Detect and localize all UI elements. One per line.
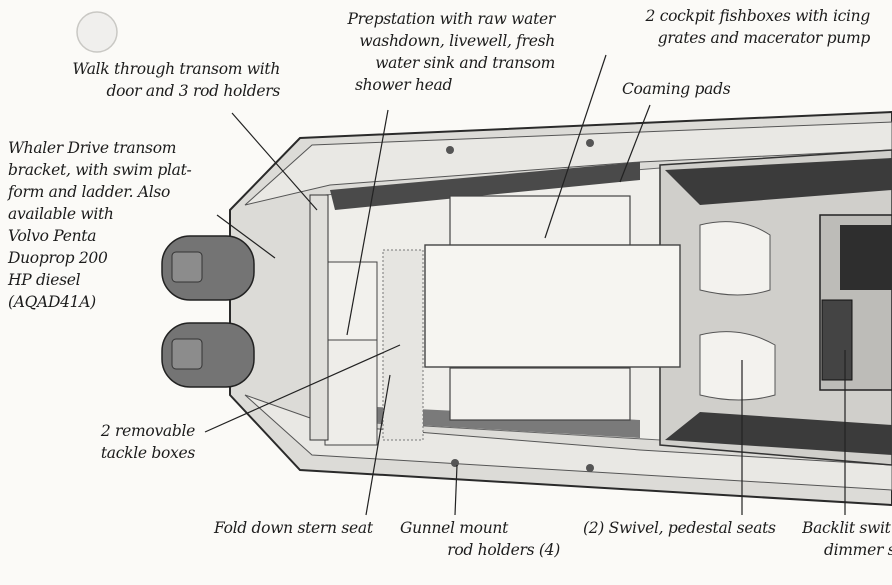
rod-holders — [446, 139, 594, 472]
tackle-box — [324, 339, 378, 446]
center-hatch — [424, 244, 681, 368]
label-tackle: 2 removable tackle boxes — [100, 422, 195, 462]
label-whaler-drive: Whaler Drive transom bracket, with swim … — [8, 139, 192, 311]
circle-icon — [76, 11, 118, 53]
label-backlit: Backlit swit dimmer s — [802, 519, 892, 559]
transom-door — [309, 194, 329, 441]
label-swivel: (2) Swivel, pedestal seats — [583, 519, 776, 537]
console-screen — [840, 225, 892, 290]
label-walk-through: Walk through transom with door and 3 rod… — [72, 60, 280, 100]
seat-top — [699, 221, 771, 296]
gunnel-top — [244, 121, 892, 206]
leader-lines — [204, 54, 846, 516]
label-prepstation: Prepstation with raw water washdown, liv… — [347, 10, 555, 94]
prepstation — [324, 261, 378, 341]
label-gunnel: Gunnel mount rod holders (4) — [400, 519, 560, 559]
console-shadow-bottom — [665, 412, 892, 455]
stern-seat — [382, 249, 424, 441]
fishbox-bottom — [449, 367, 631, 421]
label-stern-seat: Fold down stern seat — [214, 519, 373, 537]
coaming-shadow-top — [330, 162, 640, 210]
seat-bottom — [699, 331, 776, 401]
switch-panel — [821, 299, 853, 381]
console-shadow-top — [665, 158, 892, 205]
label-fishboxes: 2 cockpit fishboxes with icing grates an… — [645, 7, 871, 47]
label-coaming: Coaming pads — [622, 80, 731, 98]
fishbox-top — [449, 195, 631, 249]
engine-bottom — [161, 322, 255, 388]
engine-top — [161, 235, 255, 301]
